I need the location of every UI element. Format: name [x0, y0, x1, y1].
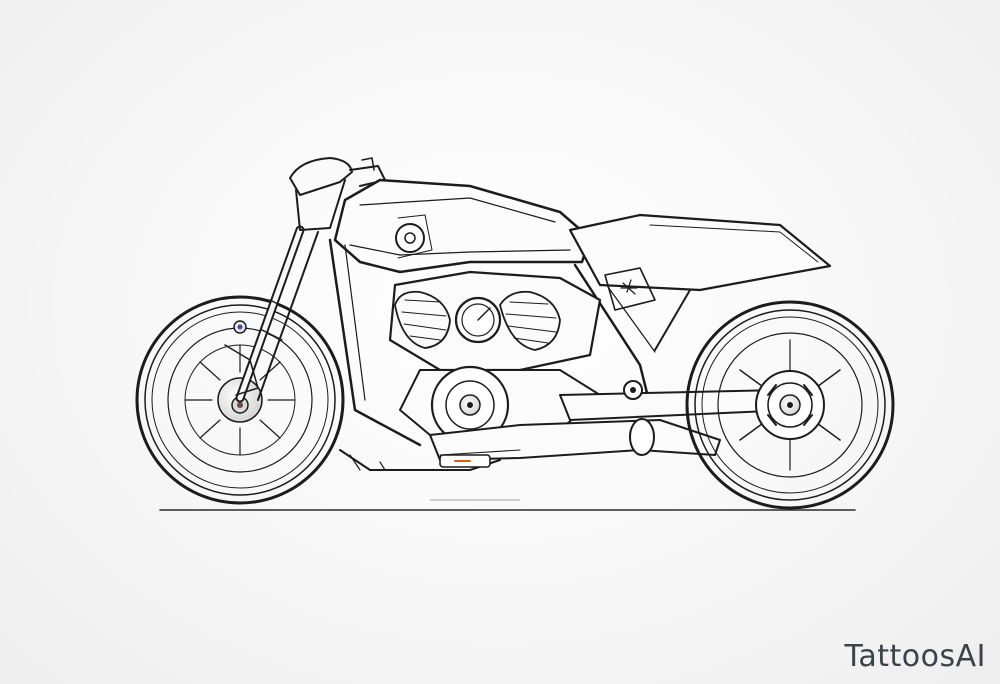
- tail-cowl: [568, 213, 832, 311]
- watermark-text: TattoosAI: [844, 639, 986, 674]
- rear-wheel: [685, 300, 895, 510]
- front-fork: [224, 225, 319, 403]
- swingarm: [559, 380, 791, 421]
- engine: [388, 270, 602, 445]
- fuel-tank: [333, 178, 592, 274]
- front-wheel: [135, 295, 345, 505]
- belly-pan: [339, 449, 501, 471]
